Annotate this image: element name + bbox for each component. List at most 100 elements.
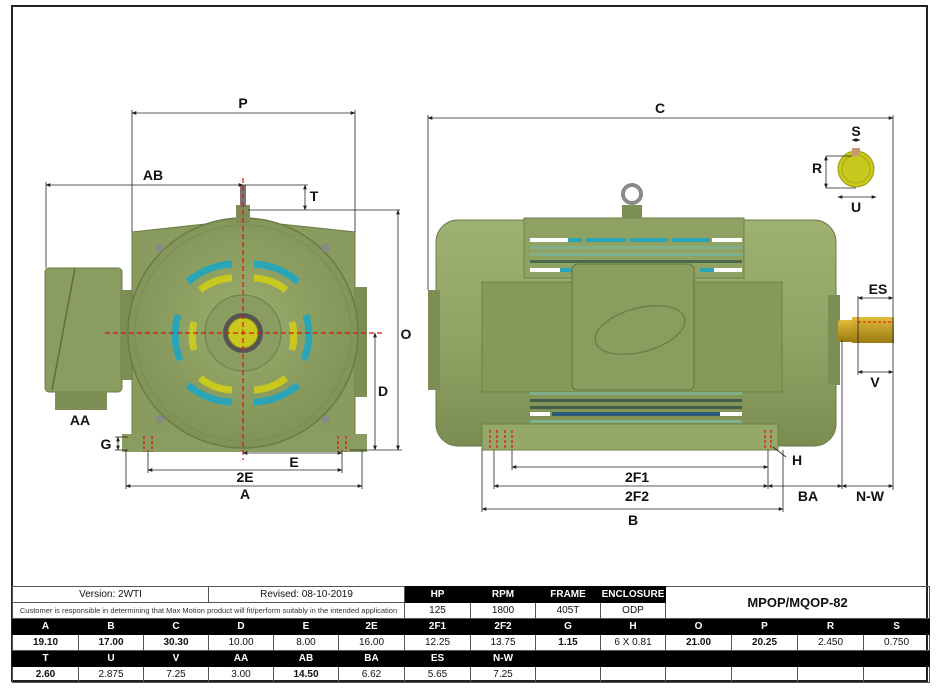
- version-cell: Version: 2WTI: [11, 586, 210, 603]
- dim-label-R: R: [812, 160, 822, 176]
- header-AA: AA: [208, 650, 275, 667]
- value-rpm: 1800: [470, 602, 537, 619]
- value-R: 2.450: [797, 634, 865, 651]
- table-row-values-2: 2.60 2.875 7.25 3.00 14.50 6.62 5.65 7.2…: [12, 666, 931, 683]
- motor-dimension-drawing: P AB T O D AA G E 2E A: [44, 95, 894, 528]
- header-E: E: [273, 618, 340, 635]
- header-empty: [535, 650, 602, 667]
- value-C: 30.30: [142, 634, 210, 651]
- value-T: 2.60: [12, 666, 79, 683]
- header-2F2: 2F2: [470, 618, 537, 635]
- dim-label-P: P: [238, 95, 247, 111]
- value-V: 7.25: [142, 666, 210, 683]
- value-P: 20.25: [731, 634, 799, 651]
- dim-label-AA: AA: [70, 412, 90, 428]
- conduit-box: [44, 267, 134, 410]
- header-rpm: RPM: [470, 586, 537, 603]
- value-BA: 6.62: [338, 666, 406, 683]
- table-row-headers-1: A B C D E 2E 2F1 2F2 G H O P R S: [12, 618, 931, 635]
- dim-label-D: D: [378, 383, 388, 399]
- dim-label-S: S: [851, 123, 860, 139]
- end-view: P AB T O D AA G E 2E A: [44, 95, 412, 502]
- value-U: 2.875: [78, 666, 144, 683]
- header-ES: ES: [404, 650, 472, 667]
- header-frame: FRAME: [535, 586, 602, 603]
- table-row-values-1: 19.10 17.00 30.30 10.00 8.00 16.00 12.25…: [12, 634, 931, 651]
- header-G: G: [535, 618, 602, 635]
- value-AB: 14.50: [273, 666, 340, 683]
- header-A: A: [12, 618, 79, 635]
- value-2F2: 13.75: [470, 634, 537, 651]
- value-D: 10.00: [208, 634, 275, 651]
- side-vents-bottom: [530, 392, 742, 423]
- header-V: V: [142, 650, 210, 667]
- value-2F1: 12.25: [404, 634, 472, 651]
- header-N-W: N-W: [470, 650, 537, 667]
- value-H: 6 X 0.81: [600, 634, 667, 651]
- value-E: 8.00: [273, 634, 340, 651]
- header-B: B: [78, 618, 144, 635]
- dim-label-G: G: [101, 436, 112, 452]
- value-empty: [797, 666, 865, 683]
- table-row-summary: Customer is responsible in determining t…: [11, 602, 930, 619]
- side-view: C S R U ES V H 2F1 2F2 B BA N-W: [427, 100, 894, 528]
- value-empty: [863, 666, 931, 683]
- dim-label-O: O: [401, 326, 412, 342]
- dim-label-B: B: [628, 512, 638, 528]
- header-empty: [600, 650, 667, 667]
- revised-cell: Revised: 08-10-2019: [208, 586, 406, 603]
- value-enclosure: ODP: [600, 602, 667, 619]
- value-B: 17.00: [78, 634, 144, 651]
- value-N-W: 7.25: [470, 666, 537, 683]
- dimension-table: Version: 2WTI Revised: 08-10-2019 HP RPM…: [11, 586, 931, 683]
- header-C: C: [142, 618, 210, 635]
- table-row-meta: Version: 2WTI Revised: 08-10-2019 HP RPM…: [11, 586, 931, 619]
- value-AA: 3.00: [208, 666, 275, 683]
- dim-label-T: T: [310, 188, 319, 204]
- header-enclosure: ENCLOSURE: [600, 586, 667, 603]
- value-empty: [600, 666, 667, 683]
- header-O: O: [665, 618, 733, 635]
- dim-label-V: V: [870, 374, 880, 390]
- value-G: 1.15: [535, 634, 602, 651]
- header-AB: AB: [273, 650, 340, 667]
- header-T: T: [12, 650, 79, 667]
- dim-label-N-W: N-W: [856, 488, 885, 504]
- header-S: S: [863, 618, 931, 635]
- value-empty: [665, 666, 733, 683]
- value-ES: 5.65: [404, 666, 472, 683]
- value-hp: 125: [404, 602, 472, 619]
- dim-label-U: U: [851, 199, 861, 215]
- vent-slots: [171, 260, 313, 406]
- table-row-headers-2: T U V AA AB BA ES N-W: [12, 650, 931, 667]
- value-empty: [535, 666, 602, 683]
- value-S: 0.750: [863, 634, 931, 651]
- header-H: H: [600, 618, 667, 635]
- dim-label-C: C: [655, 100, 665, 116]
- header-empty: [665, 650, 733, 667]
- dim-label-AB: AB: [143, 167, 163, 183]
- dim-label-BA: BA: [798, 488, 818, 504]
- dim-label-2F1: 2F1: [625, 469, 649, 485]
- dim-label-ES: ES: [869, 281, 888, 297]
- model-cell: MPOP/MQOP-82: [665, 586, 931, 619]
- value-A: 19.10: [12, 634, 79, 651]
- value-O: 21.00: [665, 634, 733, 651]
- dim-label-2E: 2E: [236, 469, 253, 485]
- header-empty: [863, 650, 931, 667]
- header-empty: [797, 650, 865, 667]
- value-2E: 16.00: [338, 634, 406, 651]
- header-U: U: [78, 650, 144, 667]
- value-empty: [731, 666, 799, 683]
- value-frame: 405T: [535, 602, 602, 619]
- dim-label-A: A: [240, 486, 250, 502]
- header-D: D: [208, 618, 275, 635]
- header-BA: BA: [338, 650, 406, 667]
- disclaimer-cell: Customer is responsible in determining t…: [11, 602, 406, 619]
- side-vents-top: [530, 238, 742, 272]
- header-2E: 2E: [338, 618, 406, 635]
- shaft-end-detail: [837, 148, 875, 188]
- dim-label-H: H: [792, 452, 802, 468]
- header-R: R: [797, 618, 865, 635]
- header-hp: HP: [404, 586, 472, 603]
